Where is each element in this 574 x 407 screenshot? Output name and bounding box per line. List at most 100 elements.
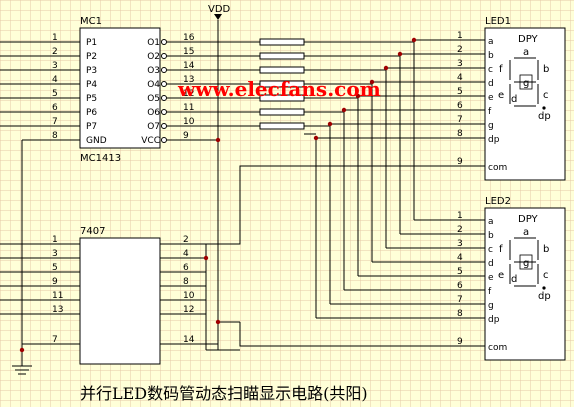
led1-pin-name: c [488, 65, 493, 75]
mc1413-pin-name: VCC [141, 136, 160, 146]
segment-g-frame [519, 254, 533, 270]
segment-label: dp [538, 111, 551, 122]
resistor-icon [259, 66, 305, 74]
segment-label: c [543, 270, 549, 281]
led1-body [484, 27, 566, 181]
mc1413-pin-name: P3 [86, 66, 97, 76]
led1-pin-name: dp [488, 135, 500, 145]
ic7407-pin-number: 7 [52, 335, 58, 345]
vdd-arrow-icon [214, 14, 222, 20]
resistor-icon [259, 122, 305, 130]
mc1413-pin-number: 14 [183, 61, 195, 71]
mc1413-pin-number: 1 [52, 33, 58, 43]
led2-title: LED2 [485, 196, 511, 207]
resistor-icon [259, 108, 305, 116]
led2-pin-name: dp [488, 315, 500, 325]
inverter-bubble-icon [161, 137, 167, 143]
ground-icon [12, 360, 32, 375]
junction-dot [411, 37, 417, 43]
led2-pin-number: 4 [457, 253, 463, 263]
mc1413-pin-name: O6 [147, 108, 160, 118]
ic7407-pin-number: 1 [52, 235, 58, 245]
ic7407-pin-number: 12 [183, 305, 194, 315]
led1-pin-name: a [488, 37, 494, 47]
led2-body [484, 207, 566, 361]
led1-pin-name: g [488, 121, 494, 131]
led2-pin-name: g [488, 301, 494, 311]
junction-dot [341, 107, 347, 113]
led1-pin-number: 1 [457, 31, 463, 41]
led2-pin-number: 7 [457, 295, 463, 305]
inverter-bubble-icon [161, 39, 167, 45]
led2-pin-name: a [488, 217, 494, 227]
segment-label: b [543, 64, 549, 75]
ic7407-pin-number: 3 [52, 249, 58, 259]
junction-dot [19, 347, 25, 353]
led2-pin-name: f [488, 287, 492, 297]
segment-label: dp [538, 291, 551, 302]
led1-title: LED1 [485, 16, 511, 27]
ic7407-pin-number: 14 [183, 335, 195, 345]
mc1413-pin-number: 5 [52, 89, 58, 99]
led1-pin-number: 7 [457, 115, 463, 125]
ic7407-pin-number: 11 [52, 291, 63, 301]
led1-pin-number: 6 [457, 101, 463, 111]
segment-label: c [543, 90, 549, 101]
segment-g-frame [519, 74, 533, 90]
led1-pin-number: 2 [457, 45, 463, 55]
led1-pin-number: 8 [457, 129, 463, 139]
segment-label: g [523, 258, 529, 269]
mc1413-pin-name: O3 [147, 66, 160, 76]
led1-pin-number: 5 [457, 87, 463, 97]
junction-dot [203, 255, 209, 261]
led2-pin-name: e [488, 273, 494, 283]
inverter-bubble-icon [161, 81, 167, 87]
junction-dot [355, 93, 361, 99]
segment-label: f [499, 64, 503, 75]
watermark-text: www.elecfans.com [177, 77, 381, 101]
segment-label: f [499, 244, 503, 255]
mc1413-pin-number: 7 [52, 117, 58, 127]
led1-pin-name: d [488, 79, 494, 89]
led2-com-line [239, 322, 485, 347]
led1-pin-name: e [488, 93, 494, 103]
ic7407-pin-number: 10 [183, 291, 195, 301]
led2-pin-number: 8 [457, 309, 463, 319]
mc1413-pin-number: 8 [52, 131, 58, 141]
junction-dot [215, 137, 221, 143]
mc1413-pin-name: O5 [147, 94, 160, 104]
segment-label: d [511, 274, 517, 285]
led2-pin-number: 1 [457, 211, 463, 221]
segment-label: d [511, 94, 517, 105]
junction-dot [397, 51, 403, 57]
led1-part: DPY [518, 34, 539, 45]
led2-pin-name: c [488, 245, 493, 255]
inverter-bubble-icon [161, 123, 167, 129]
mc1413-pin-number: 15 [183, 47, 194, 57]
ic7407-title: 7407 [80, 226, 105, 237]
ic7407-pin-number: 2 [183, 235, 189, 245]
mc1413-body [79, 27, 161, 149]
junction-dot [369, 79, 375, 85]
led1-pin-number: 9 [457, 157, 463, 167]
segment-label: a [523, 227, 529, 238]
junction-dot [327, 121, 333, 127]
mc1413-pin-number: 4 [52, 75, 58, 85]
led2-pin-number: 9 [457, 337, 463, 347]
segment-label: b [543, 244, 549, 255]
inverter-bubble-icon [161, 67, 167, 73]
vdd-label: VDD [208, 4, 231, 15]
mc1413-pin-number: 10 [183, 117, 195, 127]
mc1413-pin-number: 11 [183, 103, 194, 113]
led1-pin-number: 4 [457, 73, 463, 83]
junction-dot [215, 319, 221, 325]
mc1413-pin-name: P4 [86, 80, 97, 90]
led2-pin-number: 6 [457, 281, 463, 291]
